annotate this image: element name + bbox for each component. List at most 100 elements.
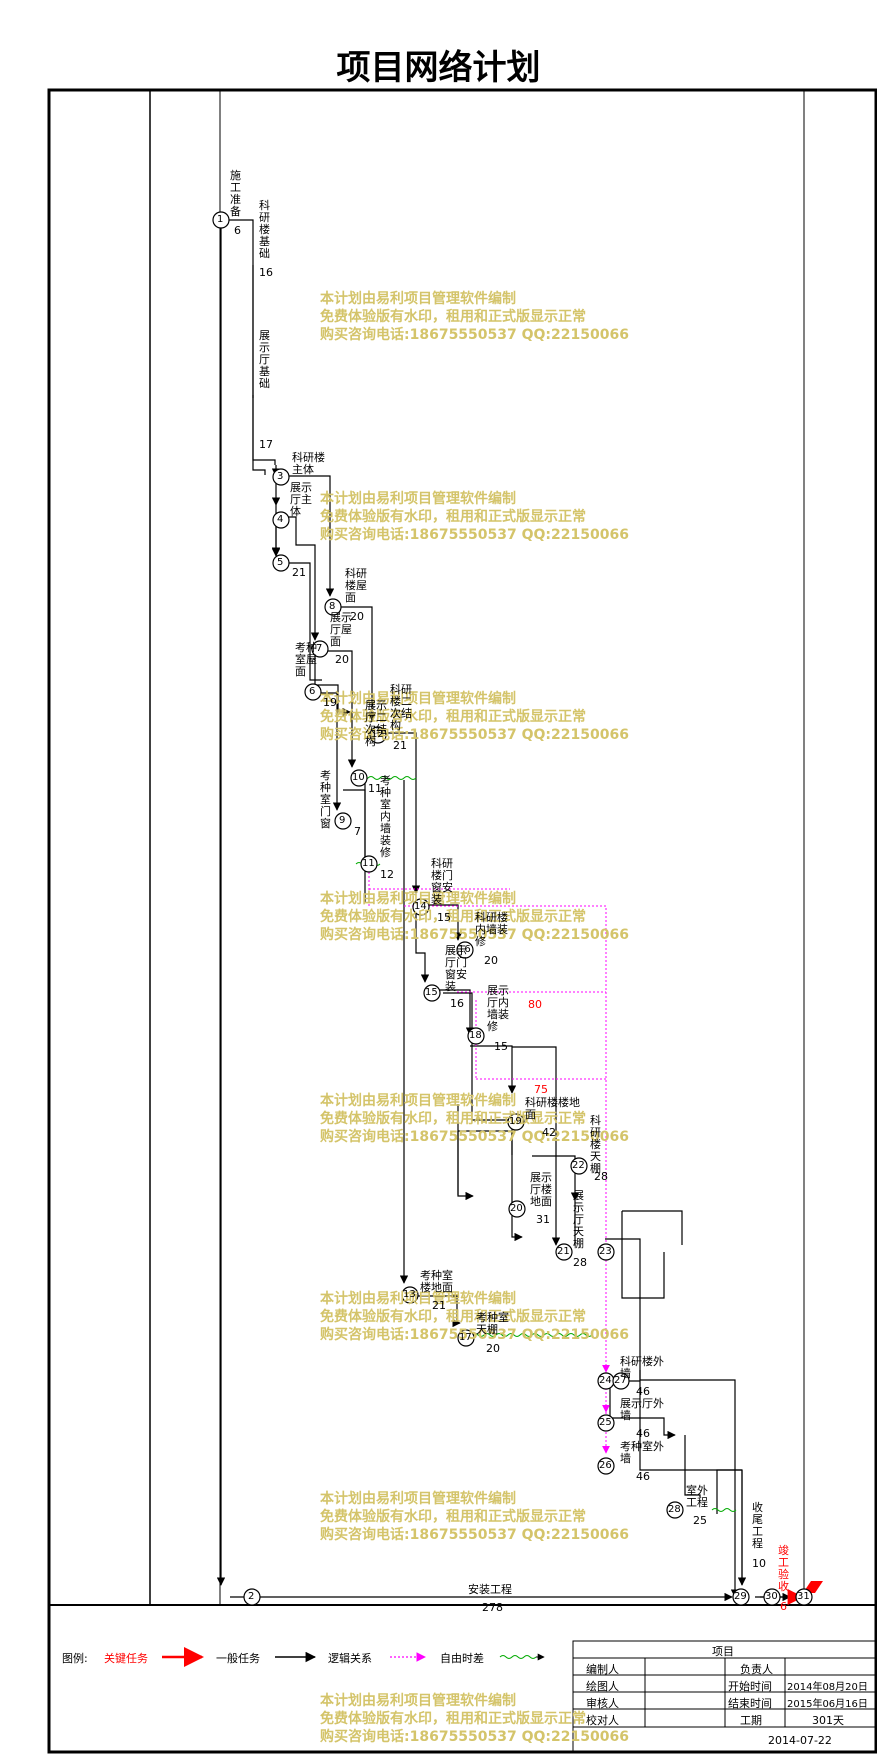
watermark: 本计划由易利项目管理软件编制免费体验版有水印，租用和正式版显示正常购买咨询电话:… <box>320 490 629 544</box>
node-number: 28 <box>668 1504 681 1515</box>
info-table-header: 项目 <box>712 1645 734 1658</box>
node-29 <box>732 1588 750 1606</box>
node-25 <box>597 1414 615 1432</box>
info-key: 工期 <box>740 1714 762 1727</box>
task-duration: 19 <box>323 696 337 709</box>
watermark-line: 本计划由易利项目管理软件编制 <box>320 1093 516 1109</box>
watermark-line: 购买咨询电话:18675550537 QQ:22150066 <box>320 1527 629 1543</box>
task-name: 科研楼门窗安装 <box>431 857 453 906</box>
node-31 <box>795 1588 813 1606</box>
task-name: 展示厅门窗安装 <box>445 944 467 993</box>
task-duration: 42 <box>542 1126 556 1139</box>
watermark: 本计划由易利项目管理软件编制免费体验版有水印，租用和正式版显示正常购买咨询电话:… <box>320 1490 629 1544</box>
watermark-line: 免费体验版有水印，租用和正式版显示正常 <box>320 1111 586 1127</box>
node-30 <box>763 1588 781 1606</box>
node-26 <box>597 1457 615 1475</box>
node-number: 30 <box>765 1591 778 1602</box>
node-number: 23 <box>599 1246 612 1257</box>
node-number: 24 <box>599 1375 612 1386</box>
node-number: 20 <box>510 1203 523 1214</box>
task-duration: 15 <box>437 911 451 924</box>
node-10 <box>350 769 368 787</box>
legend-float-line <box>499 1655 537 1659</box>
info-key: 负责人 <box>740 1663 773 1676</box>
watermark-line: 购买咨询电话:18675550537 QQ:22150066 <box>320 727 629 743</box>
node-number: 9 <box>339 815 346 826</box>
task-duration: 20 <box>486 1342 500 1355</box>
task-name: 收尾工程 <box>752 1501 763 1550</box>
task-name: 科研楼楼地面 <box>525 1096 580 1121</box>
watermark-line: 免费体验版有水印，租用和正式版显示正常 <box>320 1711 586 1727</box>
task-duration: 15 <box>494 1040 508 1053</box>
node-2 <box>243 1588 261 1606</box>
node-number: 1 <box>217 214 224 225</box>
task-name: 科研楼二次结构 <box>390 683 412 732</box>
task-name: 展示厅内墙装修 <box>487 984 509 1033</box>
watermark-line: 免费体验版有水印，租用和正式版显示正常 <box>320 709 586 725</box>
info-key: 结束时间 <box>728 1697 772 1710</box>
task-name: 考种室门窗 <box>320 769 331 830</box>
watermark-line: 免费体验版有水印，租用和正式版显示正常 <box>320 1309 586 1325</box>
node-28 <box>666 1501 684 1519</box>
watermark-line: 购买咨询电话:18675550537 QQ:22150066 <box>320 927 629 943</box>
task-duration: 28 <box>594 1170 608 1183</box>
node-22 <box>570 1157 588 1175</box>
watermark-line: 本计划由易利项目管理软件编制 <box>320 691 516 707</box>
node-7 <box>311 640 329 658</box>
task-duration: 25 <box>693 1514 707 1527</box>
task-duration: 278 <box>482 1601 503 1614</box>
node-number: 29 <box>734 1591 747 1602</box>
node-number: 2 <box>248 1591 255 1602</box>
task-duration: 46 <box>636 1385 650 1398</box>
info-key: 审核人 <box>586 1697 619 1710</box>
task-name: 科研楼屋面 <box>345 567 367 604</box>
watermark-line: 购买咨询电话:18675550537 QQ:22150066 <box>320 1729 629 1745</box>
task-duration: 12 <box>380 868 394 881</box>
watermark: 本计划由易利项目管理软件编制免费体验版有水印，租用和正式版显示正常购买咨询电话:… <box>320 290 629 344</box>
task-name: 竣工验收 <box>778 1544 789 1593</box>
info-value: 301天 <box>812 1714 844 1727</box>
task-duration: 11 <box>368 782 382 795</box>
task-name: 科研楼主体 <box>292 451 325 476</box>
task-name: 展示厅二次结构 <box>365 699 387 748</box>
info-key: 开始时间 <box>728 1680 772 1693</box>
task-name: 室外工程 <box>686 1484 708 1509</box>
legend-normal-label: 一般任务 <box>216 1652 260 1665</box>
node-number: 6 <box>309 686 316 697</box>
info-table-grid <box>572 1640 877 1753</box>
watermark-line: 购买咨询电话:18675550537 QQ:22150066 <box>320 327 629 343</box>
node-number: 4 <box>277 514 284 525</box>
info-key: 绘图人 <box>586 1680 619 1693</box>
task-duration: 21 <box>292 566 306 579</box>
node-3 <box>272 468 290 486</box>
task-name: 科研楼基础 <box>259 199 270 260</box>
watermark-line: 免费体验版有水印，租用和正式版显示正常 <box>320 309 586 325</box>
float-label: 80 <box>528 998 542 1011</box>
node-number: 13 <box>403 1289 416 1300</box>
task-duration: 7 <box>354 825 361 838</box>
info-value: 2015年06月16日 <box>787 1699 868 1710</box>
node-number: 17 <box>459 1332 472 1343</box>
node-number: 3 <box>277 471 284 482</box>
legend-critical-label: 关键任务 <box>104 1652 148 1665</box>
task-name: 展示厅楼地面 <box>530 1171 552 1208</box>
task-name: 展示厅天棚 <box>573 1189 584 1250</box>
watermark-line: 购买咨询电话:18675550537 QQ:22150066 <box>320 1327 629 1343</box>
watermark: 本计划由易利项目管理软件编制免费体验版有水印，租用和正式版显示正常购买咨询电话:… <box>320 890 629 944</box>
watermark-line: 本计划由易利项目管理软件编制 <box>320 491 516 507</box>
task-name: 安装工程 <box>468 1583 512 1596</box>
task-duration: 6 <box>780 1600 787 1613</box>
node-number: 14 <box>414 901 427 912</box>
task-name: 考种室天棚 <box>476 1311 509 1336</box>
page-title: 项目网络计划 <box>336 48 541 88</box>
info-key: 编制人 <box>586 1663 619 1676</box>
watermark: 本计划由易利项目管理软件编制免费体验版有水印，租用和正式版显示正常购买咨询电话:… <box>320 1092 629 1146</box>
info-value: 2014年08月20日 <box>787 1682 868 1693</box>
legend-float-label: 自由时差 <box>440 1652 484 1665</box>
node-18 <box>467 1027 485 1045</box>
task-name: 考种室内墙装修 <box>380 774 391 859</box>
outer-frame <box>47 88 877 1754</box>
node-8 <box>324 598 342 616</box>
node-23 <box>597 1243 615 1261</box>
